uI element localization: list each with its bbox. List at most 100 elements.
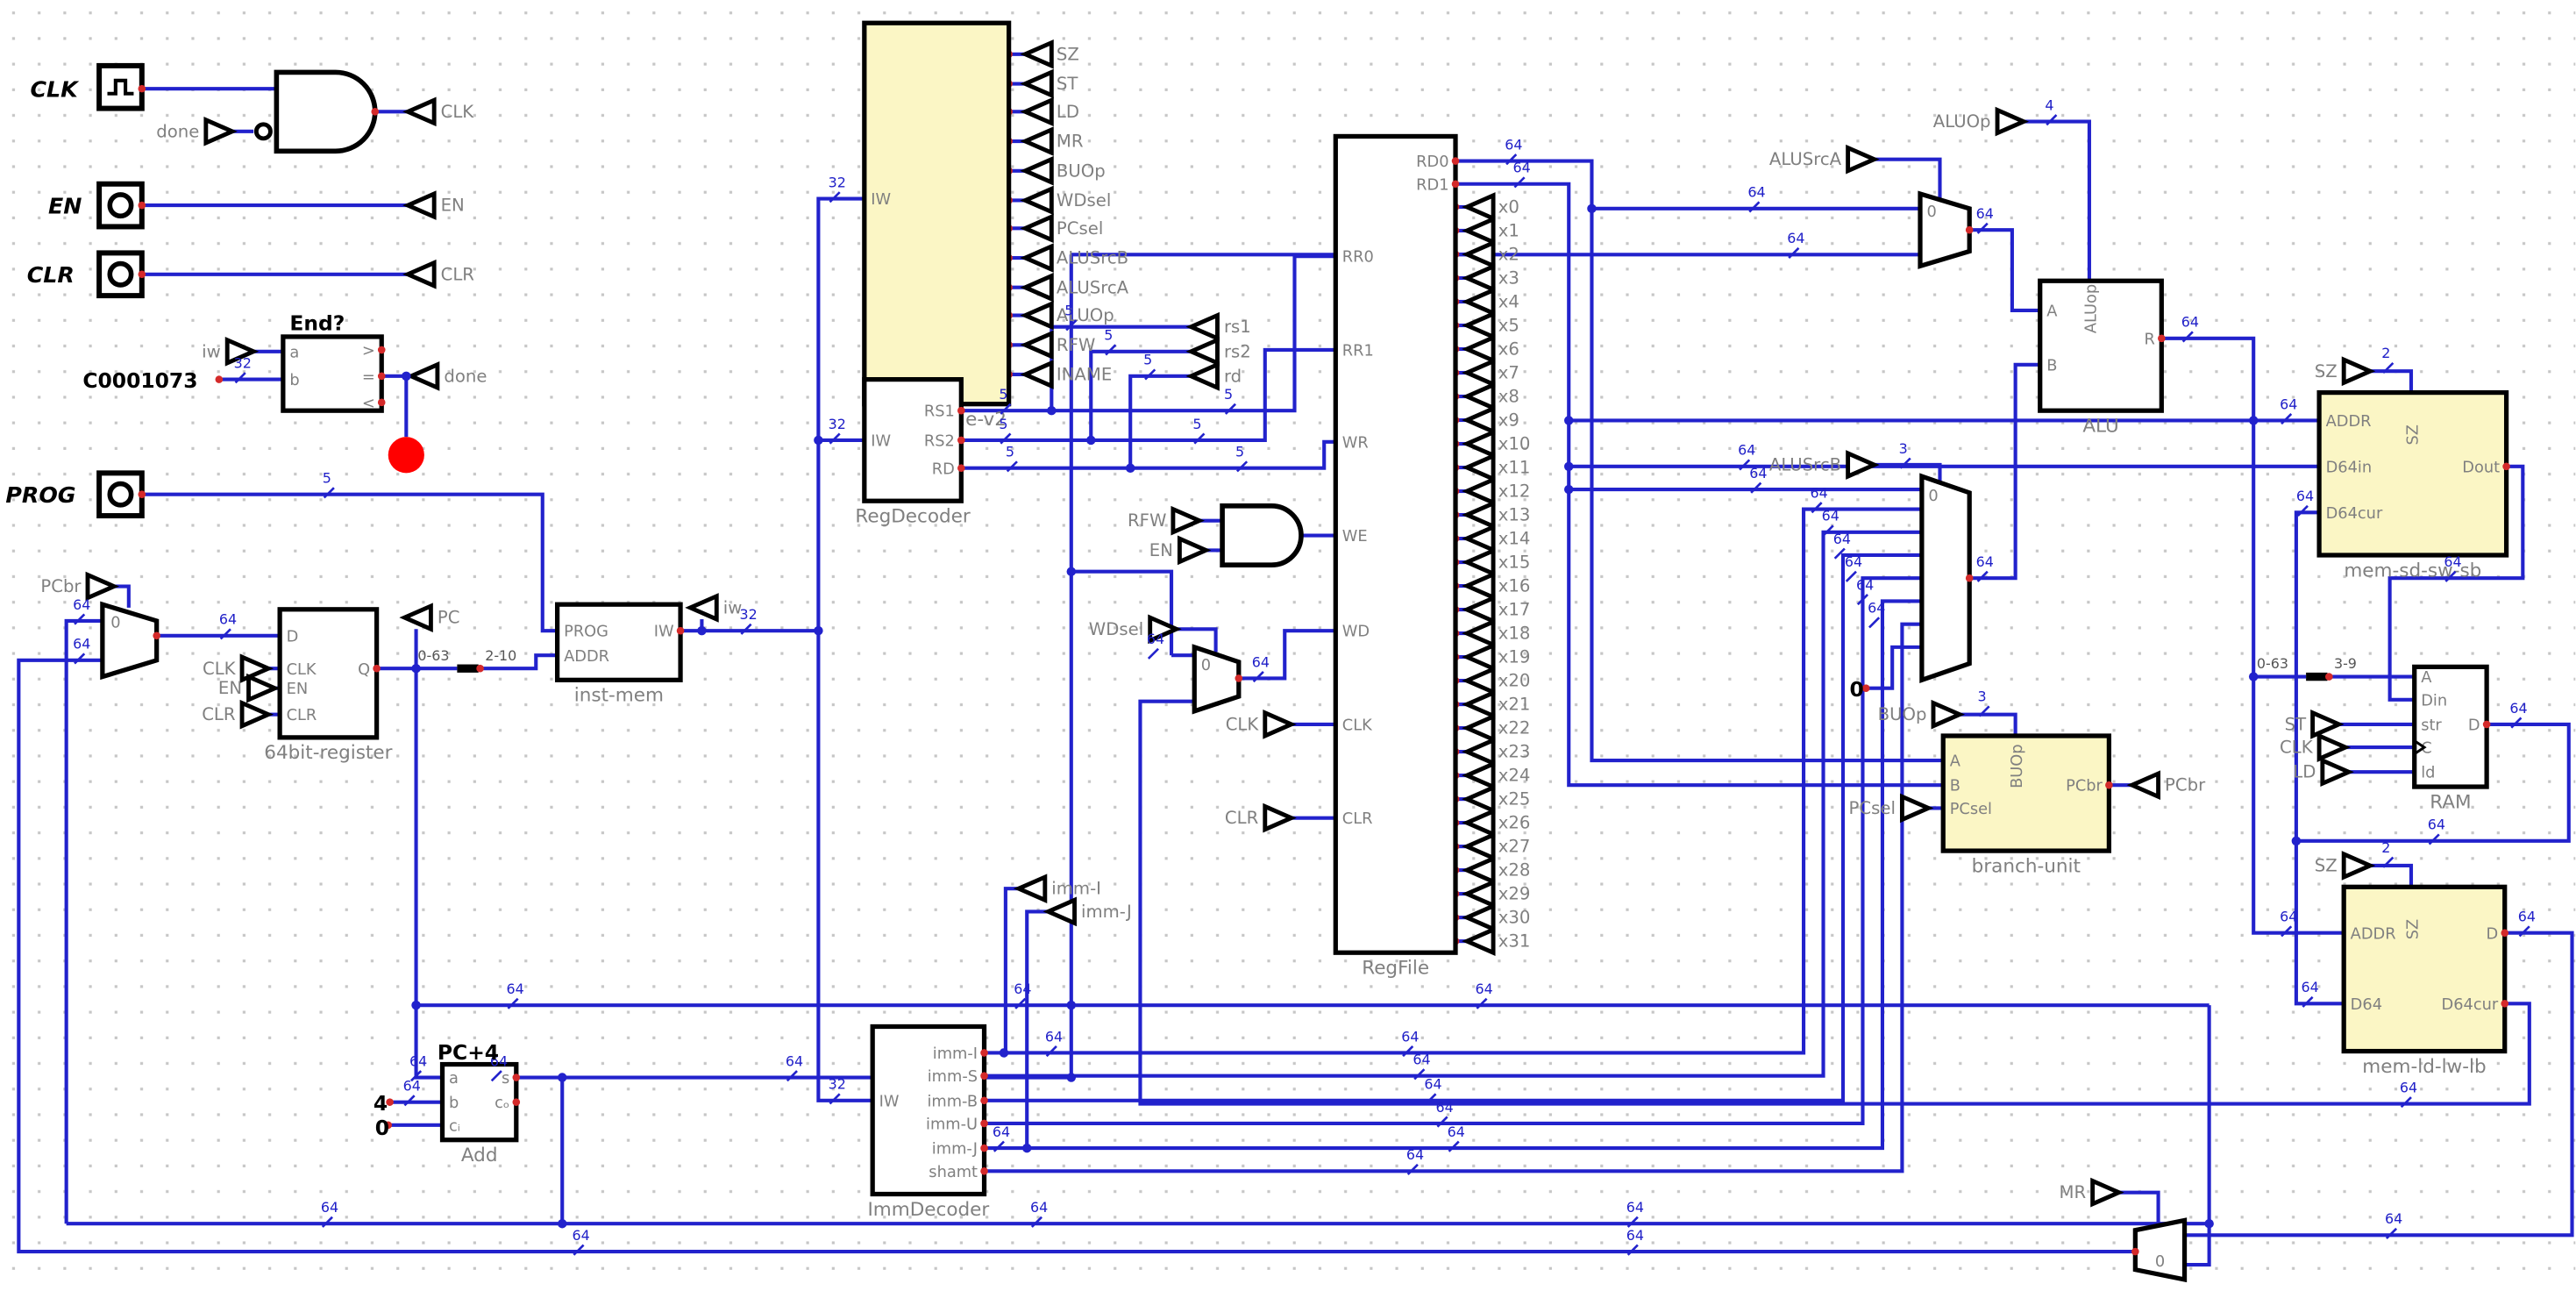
junction-dot [814,435,823,446]
bus-width-label: 2 [2381,839,2390,856]
wire [414,668,443,1080]
tunnel-PCsel-icon [1020,213,1054,244]
tunnel-BUOp-icon [1020,155,1054,186]
memread-mux-zero: 0 [2155,1252,2165,1271]
wire [2184,1005,2211,1267]
wire [984,599,1922,1151]
junction-dot [2204,1218,2214,1229]
input-CLR[interactable] [96,250,145,299]
splitter [2306,672,2328,681]
RAM-pin-C: C [2421,739,2431,758]
wire [1176,627,1218,653]
pin-dot [1235,674,1243,682]
tunnel-x25: x25 [1498,789,1531,810]
junction-dot [1125,463,1135,473]
junction-dot [1021,1143,1032,1153]
mem-sd-sw-sb-pin-Dout: Dout [2462,458,2500,476]
bus-width-label: 64 [1845,553,1862,570]
bus-width-label: 64 [73,596,90,613]
bus-width-label: 64 [1401,1028,1419,1045]
junction-dot [557,1218,567,1229]
alusrca-mux-zero: 0 [1927,203,1937,221]
ImmDecoder-pin-imm-I: imm-I [933,1045,978,1063]
wire [1128,374,1192,468]
tunnel-x31-icon [1462,926,1496,956]
pin-dot [1861,684,1870,692]
bus-width-label: 64 [2400,1079,2417,1095]
tunnel-x27: x27 [1498,837,1531,857]
RegDecoder-pin-RS1: RS1 [924,403,955,421]
Add-pin-b: b [449,1094,459,1112]
pin-dot [138,84,146,93]
tunnel-x7-icon [1462,358,1496,388]
bus-width-label: 64 [1424,1076,1441,1093]
tunnel-x18-icon [1462,618,1496,648]
wire [1866,645,1922,690]
RAM-pin-str: str [2421,716,2442,734]
tunnel-ALUSrcB-icon [1020,243,1054,273]
bus-width-label: 5 [999,416,1007,432]
mem-ld-lw-lb-pin-D64: D64 [2351,995,2382,1014]
text-en: EN [48,193,82,218]
tunnel-x5: x5 [1498,316,1519,336]
wire [1025,909,1049,1149]
tunnel-x12: x12 [1498,481,1531,502]
bus-width-label: 64 [1738,442,1755,459]
junction-dot [1564,484,1574,495]
led-done [388,437,424,474]
tunnel-x4-icon [1462,287,1496,317]
wire [2184,931,2574,1238]
tunnel-PCsel: PCsel [1057,218,1103,239]
ImmDecoder-pin-imm-J: imm-J [932,1140,978,1159]
tunnel-MR-icon [2090,1177,2124,1208]
tunnel-PC: PC [438,608,460,628]
tunnel-ALUSrcB: ALUSrcB [1769,455,1841,475]
tunnel-BUOp: BUOp [1878,704,1927,724]
tunnel-imm-I-icon [1013,874,1048,904]
tunnel-EN-icon [246,673,281,703]
bus-width-label: 2 [2381,345,2390,361]
tunnel-ST-icon [2310,710,2345,739]
ALU [2038,278,2164,413]
pin-dot [138,490,146,499]
tunnel-x22-icon [1462,713,1496,743]
tunnel-ALUSrcA: ALUSrcA [1769,149,1842,169]
and-clk-bubble [253,122,273,141]
RegFile-pin-CLR: CLR [1342,810,1373,828]
bus-width-label: 64 [786,1052,803,1069]
tunnel-x5-icon [1462,310,1496,340]
tunnel-SZ-icon [1020,39,1054,69]
tunnel-CLK-icon [1263,710,1297,739]
toggle-icon [107,481,134,508]
input-CLK[interactable] [96,62,145,111]
junction-dot [1564,416,1574,425]
ImmDecoder-pin-imm-B: imm-B [927,1092,978,1110]
tunnel-x23: x23 [1498,742,1531,762]
junction-dot [1066,1000,1077,1010]
tunnel-rs1-icon [1185,311,1220,342]
ImmDecoder-pin-imm-S: imm-S [928,1067,978,1086]
tunnel-x1: x1 [1498,221,1519,241]
bus-width-label: 64 [73,636,90,653]
bus-width-label: 32 [829,1076,846,1093]
bus-width-label: 64 [507,981,524,997]
tunnel-INAME-icon [1020,360,1054,389]
tunnel-x28: x28 [1498,860,1531,881]
bus-width-label: 5 [1235,444,1244,460]
tunnel-x20: x20 [1498,671,1531,691]
toggle-icon [107,260,134,288]
input-PROG[interactable] [96,470,145,519]
64bit-register [277,607,380,740]
text-end?: End? [289,310,345,335]
mem-ld-lw-lb-pin-D: D [2487,924,2499,943]
tunnel-RFW: RFW [1128,510,1166,531]
input-EN[interactable] [96,181,145,230]
junction-dot [1066,567,1077,576]
tunnel-CLK: CLK [2280,738,2314,758]
bus-width-label: 64 [1505,136,1522,153]
junction-dot [1564,461,1574,472]
tunnel-x23-icon [1462,737,1496,767]
RAM-pin-Din: Din [2421,691,2447,710]
bus-width-label: 5 [1224,386,1233,403]
tunnel-ALUOp-icon [1020,300,1054,331]
